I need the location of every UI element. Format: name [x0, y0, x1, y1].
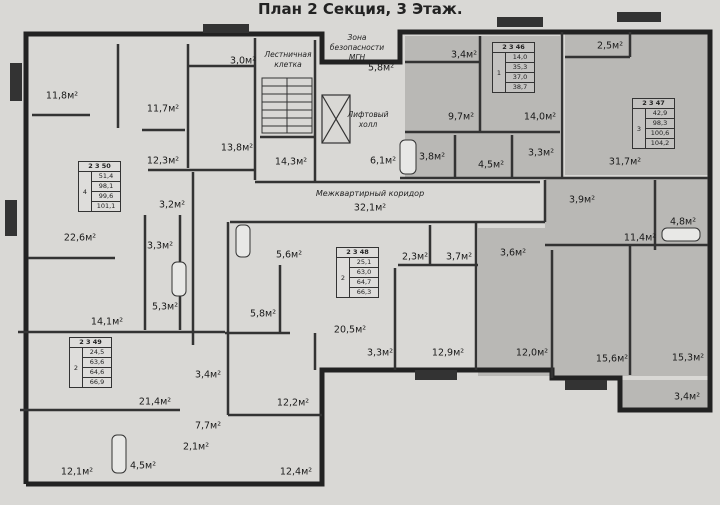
staircase	[261, 77, 313, 134]
apartment-number: 2 3 46	[493, 43, 534, 53]
room-area: 3,4м²	[450, 49, 478, 61]
area-value: 63,6	[83, 358, 111, 368]
room-area: 4,5м²	[477, 159, 505, 171]
room-area: 11,7м²	[146, 103, 180, 115]
room-area: 2,3м²	[401, 251, 429, 263]
room-count: 2	[70, 348, 83, 387]
room-count: 4	[79, 172, 92, 211]
room-area: 20,5м²	[333, 324, 367, 336]
corridor-label: Межквартирный коридор	[315, 189, 425, 198]
room-area: 12,4м²	[279, 466, 313, 478]
room-area: 3,2м²	[158, 199, 186, 211]
room-area: 3,4м²	[194, 369, 222, 381]
area-value: 100,6	[646, 129, 674, 139]
area-value: 51,4	[92, 172, 120, 182]
room-area: 7,7м²	[194, 420, 222, 432]
area-value: 25,1	[350, 258, 378, 268]
room-area: 3,3м²	[366, 347, 394, 359]
corridor-area: 32,1м²	[353, 202, 387, 214]
internal-walls	[18, 32, 708, 417]
elevator-shaft	[321, 94, 351, 144]
area-value: 64,7	[350, 278, 378, 288]
windows	[5, 12, 661, 390]
room-count: 2	[337, 258, 350, 297]
area-value: 24,5	[83, 348, 111, 358]
bathtubs	[111, 139, 701, 474]
room-area: 5,6м²	[275, 249, 303, 261]
room-area: 15,3м²	[671, 352, 705, 364]
room-area: 13,8м²	[220, 142, 254, 154]
area-value: 99,6	[92, 192, 120, 202]
room-area: 2,1м²	[182, 441, 210, 453]
area-value: 98,1	[92, 182, 120, 192]
room-area: 14,1м²	[90, 316, 124, 328]
area-value: 38,7	[512, 83, 528, 91]
apartment-number: 2 3 49	[70, 338, 111, 348]
room-area: 12,2м²	[276, 397, 310, 409]
room-area: 3,3м²	[527, 147, 555, 159]
lift-hall-label: Лифтовый холл	[347, 110, 389, 129]
area-value: 66,3	[356, 288, 372, 296]
room-area: 31,7м²	[608, 156, 642, 168]
room-area: 4,8м²	[669, 216, 697, 228]
room-count: 1	[493, 53, 506, 92]
room-area: 15,6м²	[595, 353, 629, 365]
room-area: 5,8м²	[249, 308, 277, 320]
room-area: 3,3м²	[146, 240, 174, 252]
room-area: 12,0м²	[515, 347, 549, 359]
room-area: 11,8м²	[45, 90, 79, 102]
room-area: 4,5м²	[129, 460, 157, 472]
room-area: 2,5м²	[596, 40, 624, 52]
safety-zone-label: Зона безопасности МГН	[329, 33, 385, 62]
room-area: 11,4м²	[623, 232, 657, 244]
room-area: 6,1м²	[369, 155, 397, 167]
area-value: 63,0	[350, 268, 378, 278]
room-area: 14,0м²	[523, 111, 557, 123]
stair-label: Лестничная клетка	[264, 50, 312, 69]
room-area: 5,8м²	[367, 62, 395, 74]
room-count: 3	[633, 109, 646, 148]
room-area: 12,9м²	[431, 347, 465, 359]
room-area: 22,6м²	[63, 232, 97, 244]
area-value: 37,0	[506, 73, 534, 83]
room-area: 3,6м²	[499, 247, 527, 259]
area-value: 64,6	[83, 368, 111, 378]
apartment-number: 2 3 47	[633, 99, 674, 109]
room-area: 3,8м²	[418, 151, 446, 163]
room-area: 21,4м²	[138, 396, 172, 408]
apartment-number: 2 3 48	[337, 248, 378, 258]
area-value: 35,3	[506, 63, 534, 73]
area-value: 101,1	[96, 202, 116, 210]
room-area: 3,4м²	[673, 391, 701, 403]
outer-walls	[23, 29, 713, 487]
area-value: 14,0	[506, 53, 534, 63]
room-area: 3,9м²	[568, 194, 596, 206]
area-value: 104,2	[650, 139, 670, 147]
apartment-number: 2 3 50	[79, 162, 120, 172]
area-value: 66,9	[89, 378, 105, 386]
area-value: 98,3	[646, 119, 674, 129]
room-area: 12,3м²	[146, 155, 180, 167]
room-area: 9,7м²	[447, 111, 475, 123]
room-area: 3,0м²	[229, 55, 257, 67]
room-area: 5,3м²	[151, 301, 179, 313]
room-area: 12,1м²	[60, 466, 94, 478]
room-area: 3,7м²	[445, 251, 473, 263]
area-value: 42,9	[646, 109, 674, 119]
plan-title: План 2 Секция, 3 Этаж.	[258, 0, 463, 18]
room-area: 14,3м²	[274, 156, 308, 168]
